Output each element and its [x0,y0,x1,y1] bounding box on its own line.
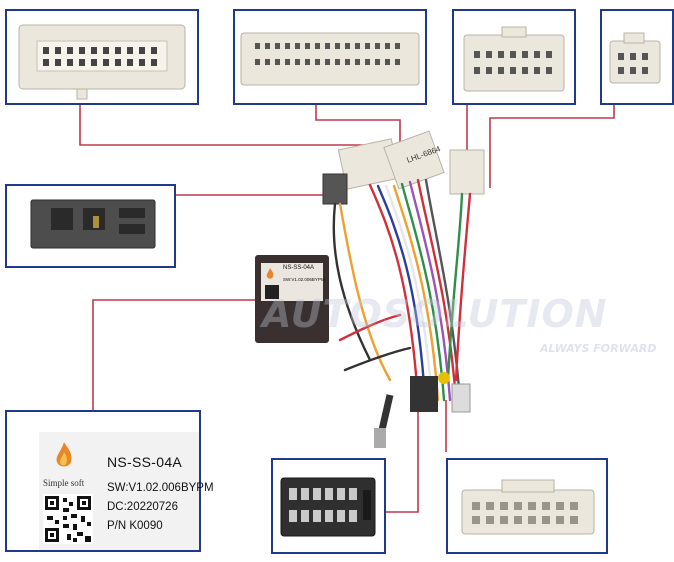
connector-image-top-center [240,32,420,86]
connector-panel-top-center [233,9,427,105]
harness-connector-white-2 [383,130,445,190]
connector-image-gray [30,199,156,249]
leader-line-bottom-center [386,400,419,513]
date-code: DC:20220726 [107,501,178,513]
harness-connector-white-3 [449,149,485,195]
qr-code [43,494,93,544]
software-version: SW:V1.02.006BYPM [107,482,214,494]
connector-panel-far-right [600,9,674,105]
watermark-sub: ALWAYS FORWARD [540,342,657,355]
connector-image-top-left [18,24,186,100]
connector-image-bottom-center [280,477,376,537]
harness-connector-gray [322,173,348,205]
leader-line-top-left [79,105,376,160]
connector-image-bottom-right [461,479,595,535]
connector-image-top-right [463,26,565,92]
harness-rca-tip [374,428,386,448]
harness-rca-black [378,394,394,431]
leader-line-far-right [489,105,615,188]
leader-line-top-center [315,105,401,150]
connector-panel-bottom-center [271,458,386,554]
part-number: P/N K0090 [107,520,163,532]
watermark-main: AUTOSOLUTION [262,292,608,336]
harness-plug-black [410,376,438,412]
connector-panel-top-left [5,9,199,105]
label-panel: Simple soft NS-SS-04A SW:V1.02.006BYPM D… [5,410,214,552]
harness-drawing [322,130,485,448]
canbus-module: NS-SS-04A SW:V1.02.006BYPM [255,255,329,343]
module-sw: SW:V1.02.006BYPM [283,277,325,282]
harness-rca-yellow [438,372,450,384]
module-qr-code [265,285,279,299]
leader-line-module [92,299,262,410]
connector-panel-gray [5,184,176,268]
module-model: NS-SS-04A [283,265,315,271]
connector-panel-bottom-right [446,458,608,554]
model-number: NS-SS-04A [107,454,183,470]
brand-flame-icon [56,442,72,467]
connector-panel-top-right [452,9,576,105]
module-flame-icon [266,267,274,279]
brand-name: Simple soft [43,478,85,488]
harness-plug-white [451,383,471,413]
connector-image-far-right [609,32,661,84]
